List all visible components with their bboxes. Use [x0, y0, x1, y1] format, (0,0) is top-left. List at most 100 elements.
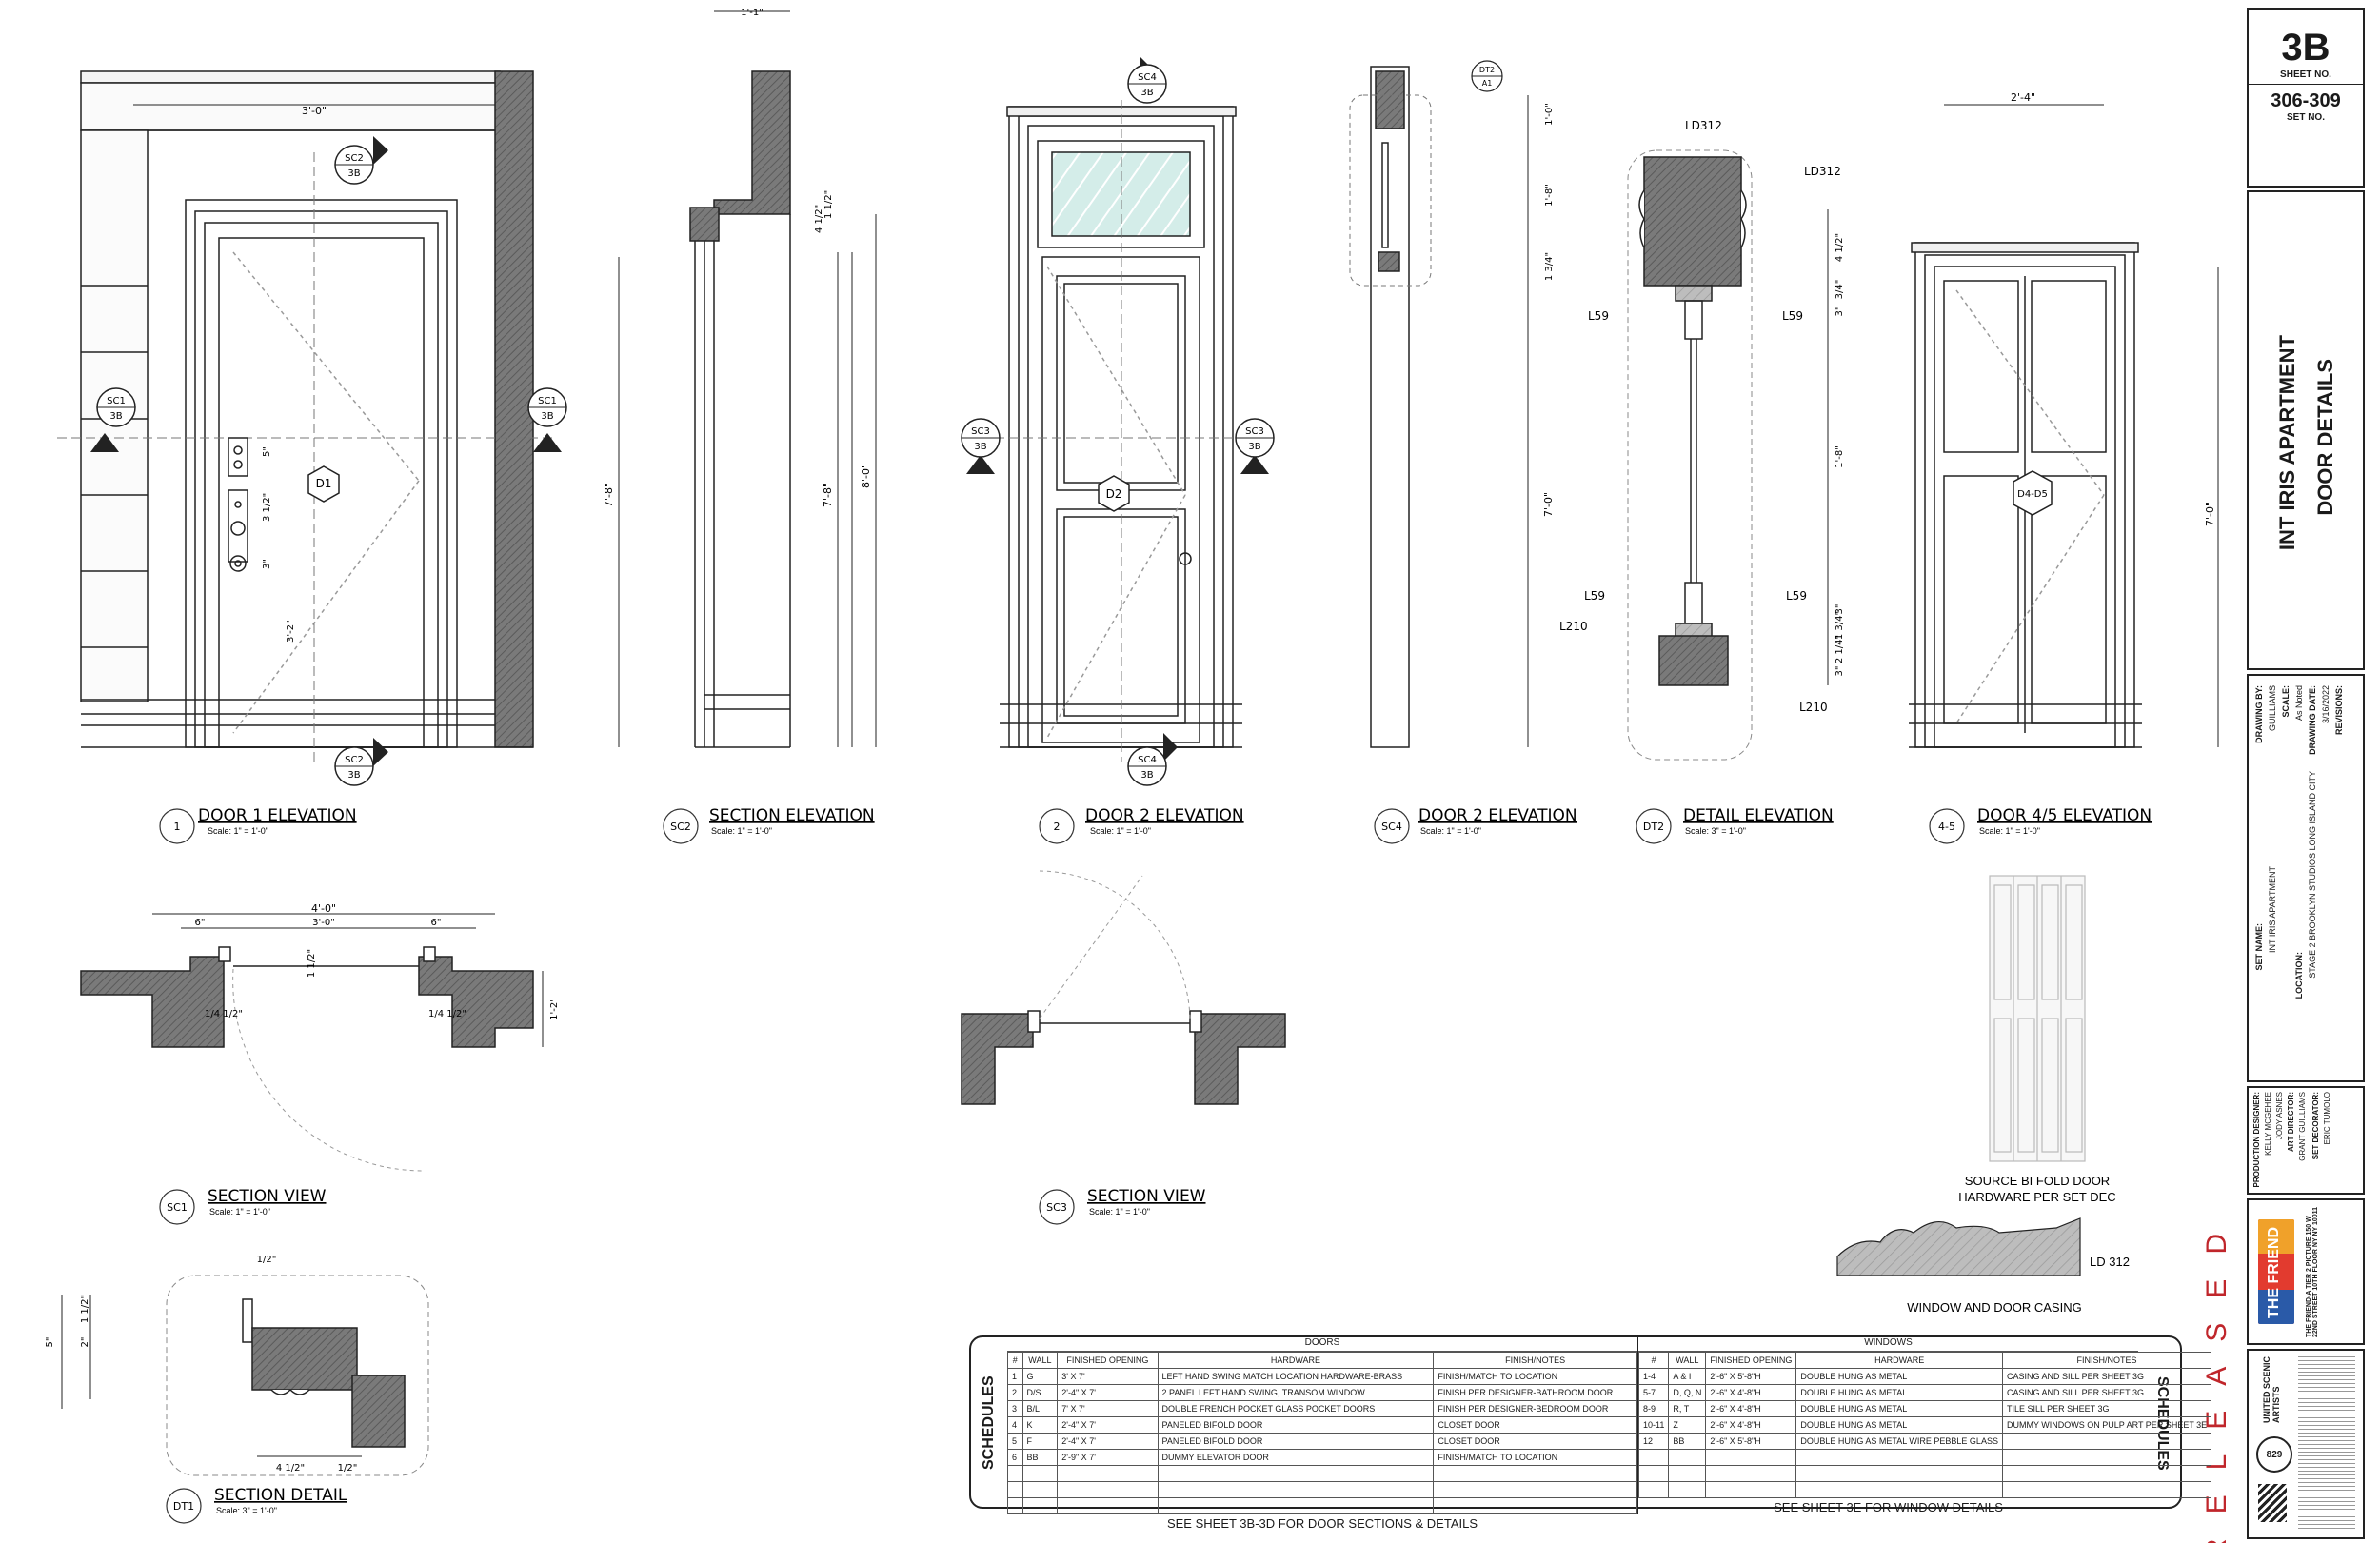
doors-empty-row: [1007, 1481, 1637, 1498]
bifold-door-photo: [1989, 875, 2086, 1162]
d45-door-tag: D4-D5: [2013, 470, 2053, 516]
art-director-label: ART DIRECTOR:: [2287, 1092, 2295, 1152]
doors-cell: FINISH/MATCH TO LOCATION: [1433, 1368, 1637, 1385]
section-marker-sc2-bottom: SC2 3B: [334, 738, 388, 786]
dt2-dim-h: 3": [1835, 666, 1845, 677]
sc1-depth-dim: 1'-2": [549, 998, 560, 1020]
sc4-dim-c: 1 3/4": [1544, 252, 1555, 281]
drawing-date-label: DRAWING DATE:: [2308, 685, 2317, 755]
windows-cell: DOUBLE HUNG AS METAL: [1795, 1400, 2003, 1417]
drawn-by-label: DRAWING BY:: [2254, 685, 2264, 743]
revisions-label: REVISIONS:: [2334, 685, 2344, 736]
the-friend-logo: THE FRIEND: [2258, 1219, 2294, 1324]
dt2-l210-right: L210: [1799, 701, 1828, 714]
project-title: INT IRIS APARTMENT: [2275, 335, 2299, 551]
sc1-section-view: [80, 913, 544, 1172]
title-box: INT IRIS APARTMENT DOOR DETAILS: [2247, 190, 2365, 670]
d1-dim-b: 3 1/2": [262, 493, 272, 522]
dt1-dim-e: 1/2": [338, 1463, 358, 1474]
caption-sc1-num: SC1: [167, 1201, 188, 1214]
doors-cell: 3' X 7': [1057, 1368, 1159, 1385]
caption-door45-scale: Scale: 1" = 1'-0": [1979, 826, 2040, 836]
dt2-callout-bubble: DT2 A1: [1471, 60, 1503, 92]
sc1-left-sheet: 3B: [109, 411, 122, 422]
sc2-top-num: SC2: [345, 153, 364, 164]
caption-sc3: SC3 SECTION VIEW Scale: 1" = 1'-0": [1039, 1187, 1206, 1225]
caption-sc4: SC4 DOOR 2 ELEVATION Scale: 1" = 1'-0": [1374, 806, 1577, 844]
doors-cell: 3: [1007, 1400, 1023, 1417]
doors-cell: 6: [1007, 1449, 1023, 1466]
d1-dim-c: 3": [262, 559, 272, 569]
windows-header-2: FINISHED OPENING: [1705, 1352, 1797, 1369]
d1-width-dim: 3'-0": [302, 105, 327, 117]
sc1-right-sheet: 3B: [541, 411, 553, 422]
windows-cell: 10-11: [1637, 1416, 1670, 1434]
doors-header-1: WALL: [1021, 1352, 1059, 1369]
credits-box: PRODUCTION DESIGNER: KELLY MCGEHEE JODY …: [2247, 1086, 2365, 1195]
bifold-note-2: HARDWARE PER SET DEC: [1958, 1190, 2115, 1204]
doors-cell: CLOSET DOOR: [1433, 1416, 1637, 1434]
set-name: INT IRIS APARTMENT: [2268, 866, 2277, 954]
doors-cell: 2'-4" X 7': [1057, 1416, 1159, 1434]
caption-dt1-num: DT1: [173, 1500, 194, 1513]
location: STAGE 2 BROOKLYN STUDIOS LONG ISLAND CIT…: [2308, 771, 2317, 979]
d1-door-tag: D1: [307, 465, 340, 503]
section-marker-sc3-right: SC3 3B: [1235, 418, 1275, 474]
caption-dt2-title: DETAIL ELEVATION: [1683, 806, 1834, 825]
caption-sc2: SC2 SECTION ELEVATION Scale: 1" = 1'-0": [663, 806, 875, 844]
scale-label: SCALE:: [2281, 685, 2291, 718]
sc4-top-num: SC4: [1138, 72, 1157, 83]
doors-header-0: #: [1007, 1352, 1023, 1369]
windows-cell: DOUBLE HUNG AS METAL: [1795, 1368, 2003, 1385]
caption-door2: 2 DOOR 2 ELEVATION Scale: 1" = 1'-0": [1039, 806, 1244, 844]
scale-value: As Noted: [2294, 685, 2304, 722]
dt2-dim-a: 4 1/2": [1835, 233, 1845, 262]
sc1-left-dim: 6": [195, 918, 206, 928]
sc2-h2-dim: 8'-0": [860, 464, 872, 488]
sc3-right-sheet: 3B: [1248, 442, 1260, 452]
caption-door2-scale: Scale: 1" = 1'-0": [1090, 826, 1151, 836]
doors-cell: D/S: [1021, 1384, 1059, 1401]
caption-door45-num: 4-5: [1938, 821, 1955, 833]
bifold-note-1: SOURCE BI FOLD DOOR: [1965, 1174, 2110, 1188]
doors-cell: DOUBLE FRENCH POCKET GLASS POCKET DOORS: [1157, 1400, 1435, 1417]
caption-door1: 1 DOOR 1 ELEVATION Scale: 1" = 1'-0": [159, 806, 357, 844]
caption-sc3-num: SC3: [1046, 1201, 1067, 1214]
windows-empty-row: [1637, 1465, 2212, 1482]
windows-empty-row: [1637, 1481, 2212, 1498]
dt1-dim-d: 4 1/2": [276, 1463, 305, 1474]
windows-header-3: HARDWARE: [1795, 1352, 2003, 1369]
dt1-dim-b: 5": [45, 1337, 55, 1348]
the-friend-logo-text: THE FRIEND: [2266, 1227, 2282, 1318]
dt2-dim-d: 1'-8": [1835, 445, 1845, 468]
caption-door45: 4-5 DOOR 4/5 ELEVATION Scale: 1" = 1'-0": [1929, 806, 2152, 844]
set-no: 306-309: [2271, 90, 2341, 111]
drawing-date: 3/16/2022: [2321, 685, 2330, 724]
sc3-left-num: SC3: [971, 426, 990, 437]
sc2-top-dim: 1'-1": [741, 8, 764, 18]
title-block: 3B SHEET NO. 306-309 SET NO. INT IRIS AP…: [2247, 8, 2365, 1539]
sheet-id: 3B: [2281, 27, 2330, 69]
set-no-label: SET NO.: [2286, 112, 2325, 123]
doors-cell: LEFT HAND SWING MATCH LOCATION HARDWARE-…: [1157, 1368, 1435, 1385]
sc1-right-reveal: 1/4 1/2": [428, 1009, 466, 1019]
sc4-top-sheet: 3B: [1140, 88, 1153, 98]
windows-cell: D, Q, N: [1668, 1384, 1707, 1401]
sc1-mid-dim: 3'-0": [312, 918, 335, 928]
windows-cell: CASING AND SILL PER SHEET 3G: [2001, 1384, 2212, 1401]
caption-door2-title: DOOR 2 ELEVATION: [1085, 806, 1244, 825]
caption-door1-scale: Scale: 1" = 1'-0": [208, 826, 268, 836]
door1-elevation: [57, 70, 620, 762]
company-address: THE FRIEND-A TIER 2 PICTURE 150 W 22ND S…: [2306, 1206, 2319, 1337]
set-decorator: ERIC TUMOLO: [2323, 1092, 2331, 1145]
drawing-info-box: DRAWING BY: GUILLIAMS SCALE: As Noted DR…: [2247, 674, 2365, 1082]
windows-cell: R, T: [1668, 1400, 1707, 1417]
doors-empty-row: [1007, 1497, 1637, 1514]
asst-art-director: GRANT GUILLIAMS: [2298, 1092, 2307, 1161]
doors-cell: 2'-4" X 7': [1057, 1433, 1159, 1450]
sc2-section-elevation: [689, 10, 877, 748]
doors-cell: CLOSET DOOR: [1433, 1433, 1637, 1450]
production-designer-label: PRODUCTION DESIGNER:: [2252, 1092, 2261, 1188]
